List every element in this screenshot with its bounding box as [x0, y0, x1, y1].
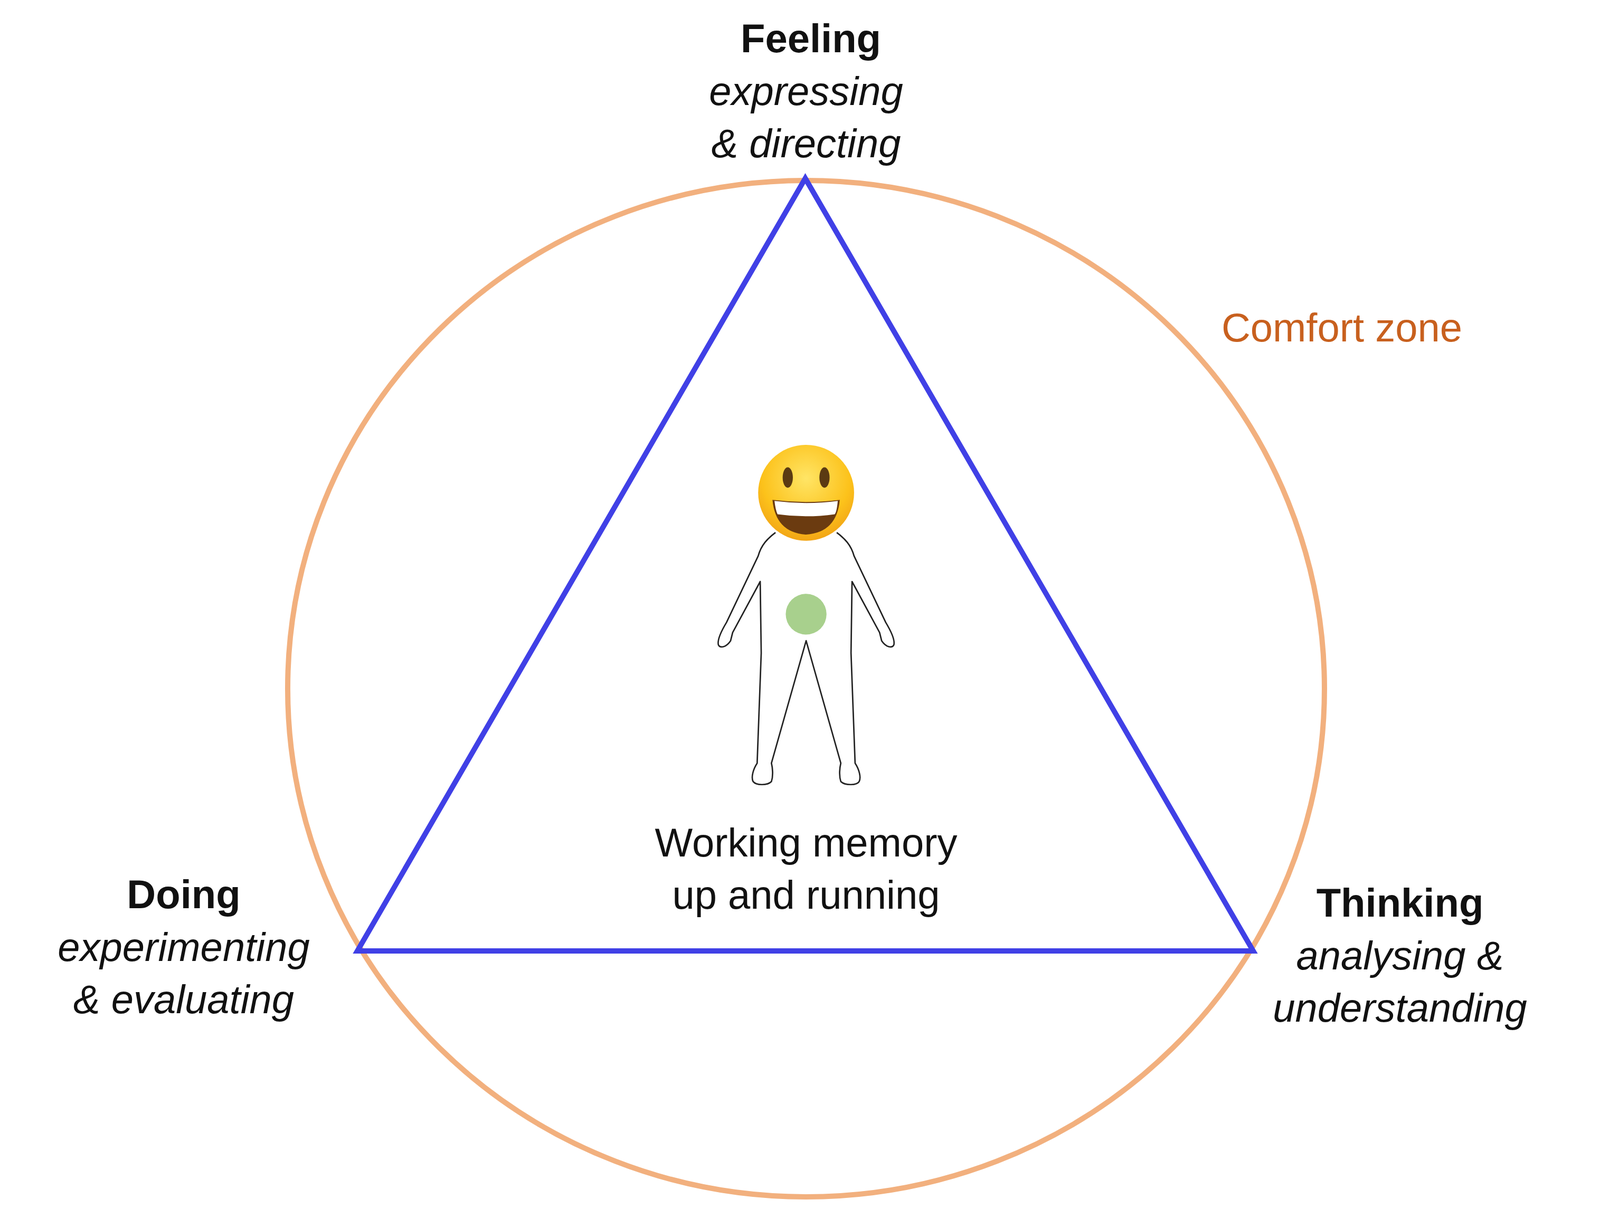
belly-dot — [785, 593, 827, 635]
comfort-zone-circle-outline — [285, 178, 1327, 1200]
emoji-face — [758, 445, 855, 542]
comfort-zone-circle-stroke — [287, 180, 1325, 1198]
corner-subtitle: expressing & directing — [700, 65, 912, 170]
working-memory-triangle: Working memory up and running — [357, 178, 1254, 952]
emoji-mouth — [772, 499, 840, 535]
node-text: Working memory up and running — [642, 817, 970, 922]
corner-heading: Doing — [25, 868, 343, 922]
working-memory-triangle-stroke — [357, 178, 1254, 952]
comfort-zone-circle: Comfort zoneWorking memory up and runnin… — [285, 178, 1327, 1200]
corner-subtitle: experimenting & evaluating — [49, 921, 319, 1027]
emoji-eye — [819, 467, 830, 488]
zone-label: Comfort zone — [1178, 301, 1506, 355]
emoji-teeth — [774, 500, 838, 517]
emoji-eye — [782, 467, 793, 488]
corner-heading: Feeling — [652, 12, 970, 65]
corner-heading: Thinking — [1241, 877, 1559, 930]
corner-subtitle: analysing & understanding — [1267, 930, 1532, 1035]
person-figure — [717, 532, 894, 785]
